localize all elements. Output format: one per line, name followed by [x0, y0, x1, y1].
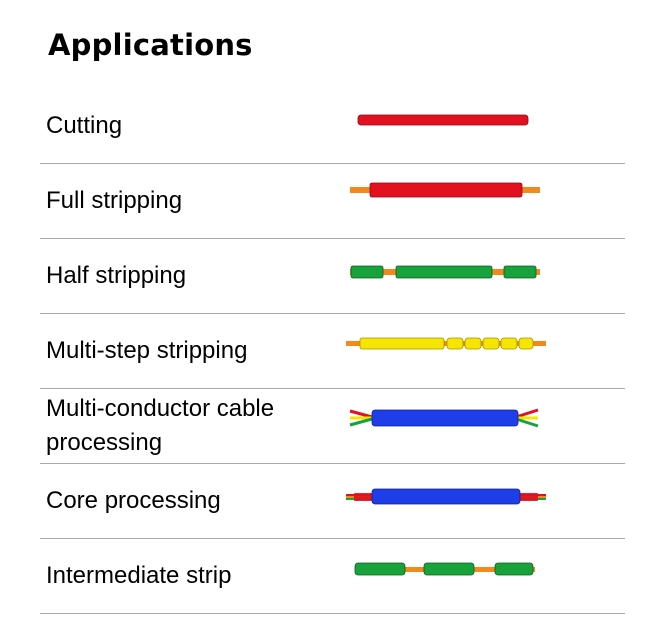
application-row-full-stripping: Full stripping — [40, 163, 625, 239]
half-strip-wire-icon — [350, 265, 540, 279]
application-row-cutting: Cutting — [40, 88, 625, 164]
intermediate-strip-wire-icon — [354, 562, 535, 576]
application-label: Multi-step stripping — [46, 336, 248, 364]
multi-step-strip-wire-icon — [346, 337, 546, 350]
application-label: Intermediate strip — [46, 561, 232, 589]
multi-conductor-cable-icon — [349, 408, 539, 428]
application-row-half-stripping: Half stripping — [40, 238, 625, 314]
application-label: Cutting — [46, 111, 123, 139]
application-label: Full stripping — [46, 186, 183, 214]
application-row-multi-conductor-cable-processing: Multi-conductor cable processing — [40, 388, 625, 464]
page-title: Applications — [48, 28, 253, 62]
application-label: Core processing — [46, 486, 221, 514]
application-row-multi-step-stripping: Multi-step stripping — [40, 313, 625, 389]
application-row-core-processing: Core processing — [40, 463, 625, 539]
application-label: Half stripping — [46, 261, 187, 289]
application-row-intermediate-strip: Intermediate strip — [40, 538, 625, 614]
core-processing-wire-icon — [346, 488, 546, 505]
application-label: Multi-conductor cable processing — [46, 394, 275, 456]
full-strip-wire-icon — [350, 182, 540, 198]
cut-wire-icon — [357, 114, 529, 126]
